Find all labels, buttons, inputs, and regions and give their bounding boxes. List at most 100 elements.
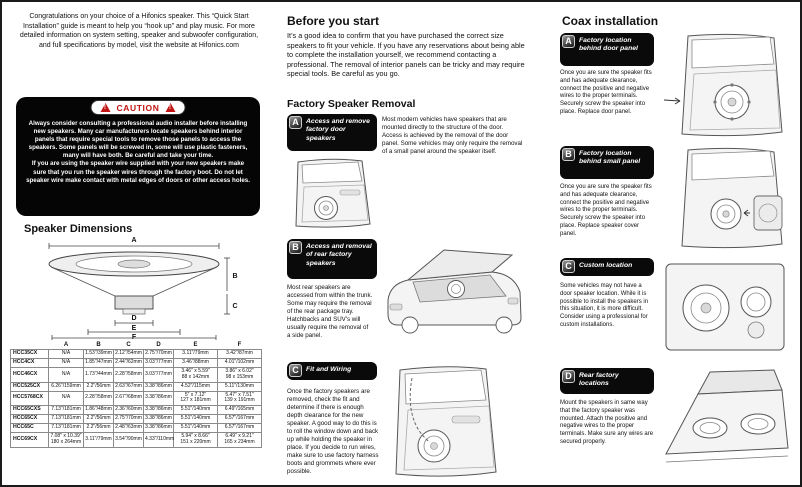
dimension-label: F	[132, 334, 137, 340]
dimension-cell: 2.28"/58mm	[113, 366, 144, 383]
dimension-cell: 2.75"/70mm	[143, 349, 174, 359]
dimension-cell: 3.11"/79mm	[83, 432, 114, 448]
dimension-label: B	[232, 273, 237, 280]
step-letter-badge: C	[562, 260, 575, 273]
dimension-cell: 5.51"/140mm	[173, 423, 218, 434]
dimension-cell: 3.46" x 5.59" 88 x 142mm	[173, 366, 218, 383]
section-label-fit-and-wiring: C Fit and Wiring	[287, 362, 377, 380]
section-label-text: Access and removal of rear factory speak…	[306, 243, 372, 267]
dimension-label: A	[131, 237, 136, 244]
dimension-cell: 3.11"/79mm	[173, 349, 218, 359]
model-cell: HCC525CX	[10, 381, 49, 392]
dimension-cell: 7.13"/181mm	[48, 405, 84, 416]
door-speaker-illustration	[295, 158, 371, 228]
dimension-cell: 5.94" x 8.66" 151 x 220mm	[173, 432, 218, 448]
warning-icon	[100, 103, 111, 112]
dimension-cell: 4.33"/110mm	[143, 432, 174, 448]
small-panel-install-illustration	[681, 147, 783, 249]
coax-label-custom-location: C Custom location	[560, 258, 654, 276]
door-wiring-illustration	[395, 366, 497, 477]
step-letter-badge: A	[289, 116, 302, 129]
dimension-cell: 3.42"/87mm	[217, 349, 262, 359]
dimension-cell: N/A	[48, 357, 84, 368]
dimension-cell: 3.38"/86mm	[143, 381, 174, 392]
trunk-illustration	[387, 249, 522, 334]
dimension-cell: 5.51"/140mm	[173, 405, 218, 416]
dimension-cell: 2.2"/56mm	[83, 423, 114, 434]
dimension-cell: 4.52"/115mm	[173, 381, 218, 392]
dimension-cell: 3.38"/86mm	[143, 390, 174, 407]
dimension-cell: 3.38"/86mm	[143, 423, 174, 434]
model-cell: HCC69CX	[10, 432, 49, 448]
section-label-text: Factory location behind door panel	[579, 37, 638, 53]
speaker-dimensions-title: Speaker Dimensions	[24, 223, 133, 235]
dimension-cell: N/A	[48, 349, 84, 359]
dimension-cell: 2.2"/56mm	[83, 381, 114, 392]
custom-location-illustration	[665, 263, 785, 351]
dimension-cell: 2.12"/54mm	[113, 349, 144, 359]
dimension-cell: 2.75"/70mm	[113, 414, 144, 425]
model-cell: HCC4CX	[10, 357, 49, 368]
table-header-cell: C	[126, 342, 131, 348]
table-header-cell: E	[193, 342, 198, 348]
step-letter-badge: B	[289, 241, 302, 254]
dimension-cell: 3.38"/86mm	[143, 405, 174, 416]
coax-label-behind-door-panel: A Factory location behind door panel	[560, 33, 654, 66]
dimension-cell: 2.67"/68mm	[113, 390, 144, 407]
dimension-cell: 1.86"/48mm	[83, 405, 114, 416]
dimension-cell: 3.46"/88mm	[173, 357, 218, 368]
coax-text-custom-location: Some vehicles may not have a door speake…	[560, 283, 649, 328]
dimension-label: C	[232, 303, 237, 310]
table-header-cell: B	[96, 342, 101, 348]
caution-text: Always consider consulting a professiona…	[26, 120, 250, 184]
dimension-cell: 7.08" x 10.39" 180 x 264mm	[48, 432, 84, 448]
coax-installation-title: Coax installation	[562, 14, 659, 28]
dimension-cell: 4.01"/102mm	[217, 357, 262, 368]
caution-label: CAUTION	[116, 102, 160, 113]
dimension-cell: 5" x 7.12" 127 x 181mm	[173, 390, 218, 407]
model-cell: HCC5768CX	[10, 390, 49, 407]
dimension-cell: 5.47" x 7.51" 139 x 191mm	[217, 390, 262, 407]
section-text-access-door-speakers: Most modern vehicles have speakers that …	[382, 116, 523, 155]
dimension-cell: 5.11"/130mm	[217, 381, 262, 392]
model-cell: HCC65CX	[10, 414, 49, 425]
rear-deck-illustration	[665, 369, 789, 463]
dimension-cell: 7.13"/181mm	[48, 414, 84, 425]
dimension-cell: 2.2"/56mm	[83, 414, 114, 425]
model-cell: HCC65CXS	[10, 405, 49, 416]
dimension-cell: 6.49" x 9.21" 165 x 234mm	[217, 432, 262, 448]
coax-label-rear-factory-locations: D Rear factory locations	[560, 368, 654, 394]
dimension-cell: 2.63"/67mm	[113, 381, 144, 392]
dimension-cell: 1.85"/47mm	[83, 357, 114, 368]
dimension-cell: 6.57"/167mm	[217, 423, 262, 434]
coax-text-behind-small-panel: Once you are sure the speaker fits and h…	[560, 184, 652, 237]
dimension-cell: 6.26"/159mm	[48, 381, 84, 392]
step-letter-badge: C	[289, 364, 302, 377]
intro-paragraph: Congratulations on your choice of a Hifo…	[19, 13, 259, 49]
coax-text-rear-factory-locations: Mount the speakers in same way that the …	[560, 400, 654, 445]
table-header-cell: A	[63, 342, 69, 348]
model-cell: HCC65C	[10, 423, 49, 434]
section-label-text: Custom location	[579, 262, 633, 269]
section-label-text: Rear factory locations	[579, 372, 619, 388]
dimension-cell: 1.73"/44mm	[83, 366, 114, 383]
model-cell: HCC35CX	[10, 349, 49, 359]
dimension-cell: 6.49"/165mm	[217, 405, 262, 416]
dimension-cell: N/A	[48, 390, 84, 407]
caution-box: CAUTION Always consider consulting a pro…	[16, 97, 260, 216]
step-letter-badge: A	[562, 35, 575, 48]
coax-text-behind-door-panel: Once you are sure the speaker fits and h…	[560, 70, 652, 115]
caution-header: CAUTION	[90, 100, 186, 115]
table-header-cell	[11, 342, 49, 350]
before-you-start-title: Before you start	[287, 14, 380, 28]
